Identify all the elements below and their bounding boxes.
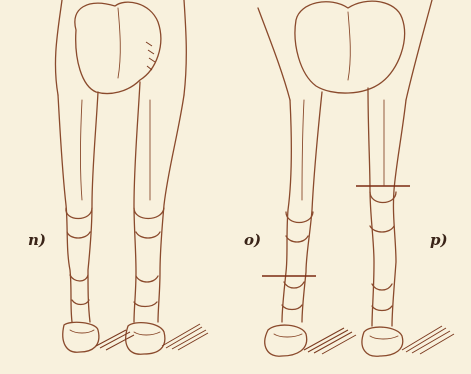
- label-p: p): [430, 231, 448, 249]
- figure-op-legs: [258, 0, 454, 356]
- figure-n-legs: [55, 0, 208, 354]
- label-n: n): [28, 231, 46, 249]
- label-o: o): [244, 231, 261, 249]
